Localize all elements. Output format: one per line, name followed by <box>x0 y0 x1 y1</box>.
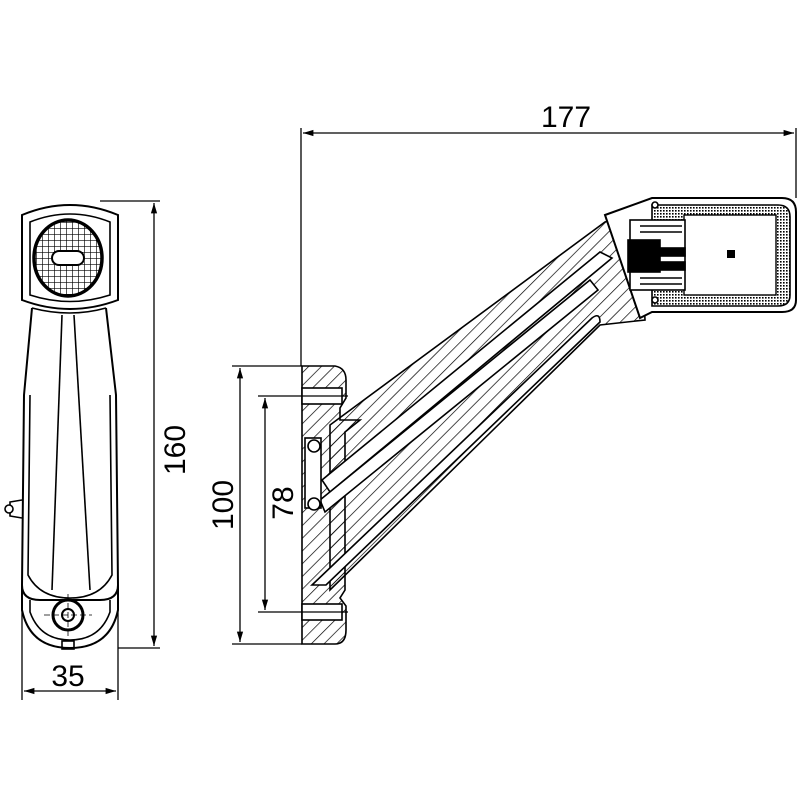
led-icon <box>727 250 735 258</box>
height-dimension <box>100 200 160 649</box>
hole-spacing-dimension <box>258 395 348 613</box>
overall-length-dimension <box>300 128 797 366</box>
mount-height-dimension <box>232 365 302 645</box>
overall-length-label: 177 <box>541 101 591 134</box>
width-dimension <box>21 610 119 700</box>
width-label: 35 <box>51 660 84 693</box>
side-section-view <box>301 197 797 645</box>
hole-spacing-label: 78 <box>267 486 300 519</box>
height-label: 160 <box>159 425 192 475</box>
mount-height-label: 100 <box>207 480 240 530</box>
front-view <box>4 204 120 650</box>
